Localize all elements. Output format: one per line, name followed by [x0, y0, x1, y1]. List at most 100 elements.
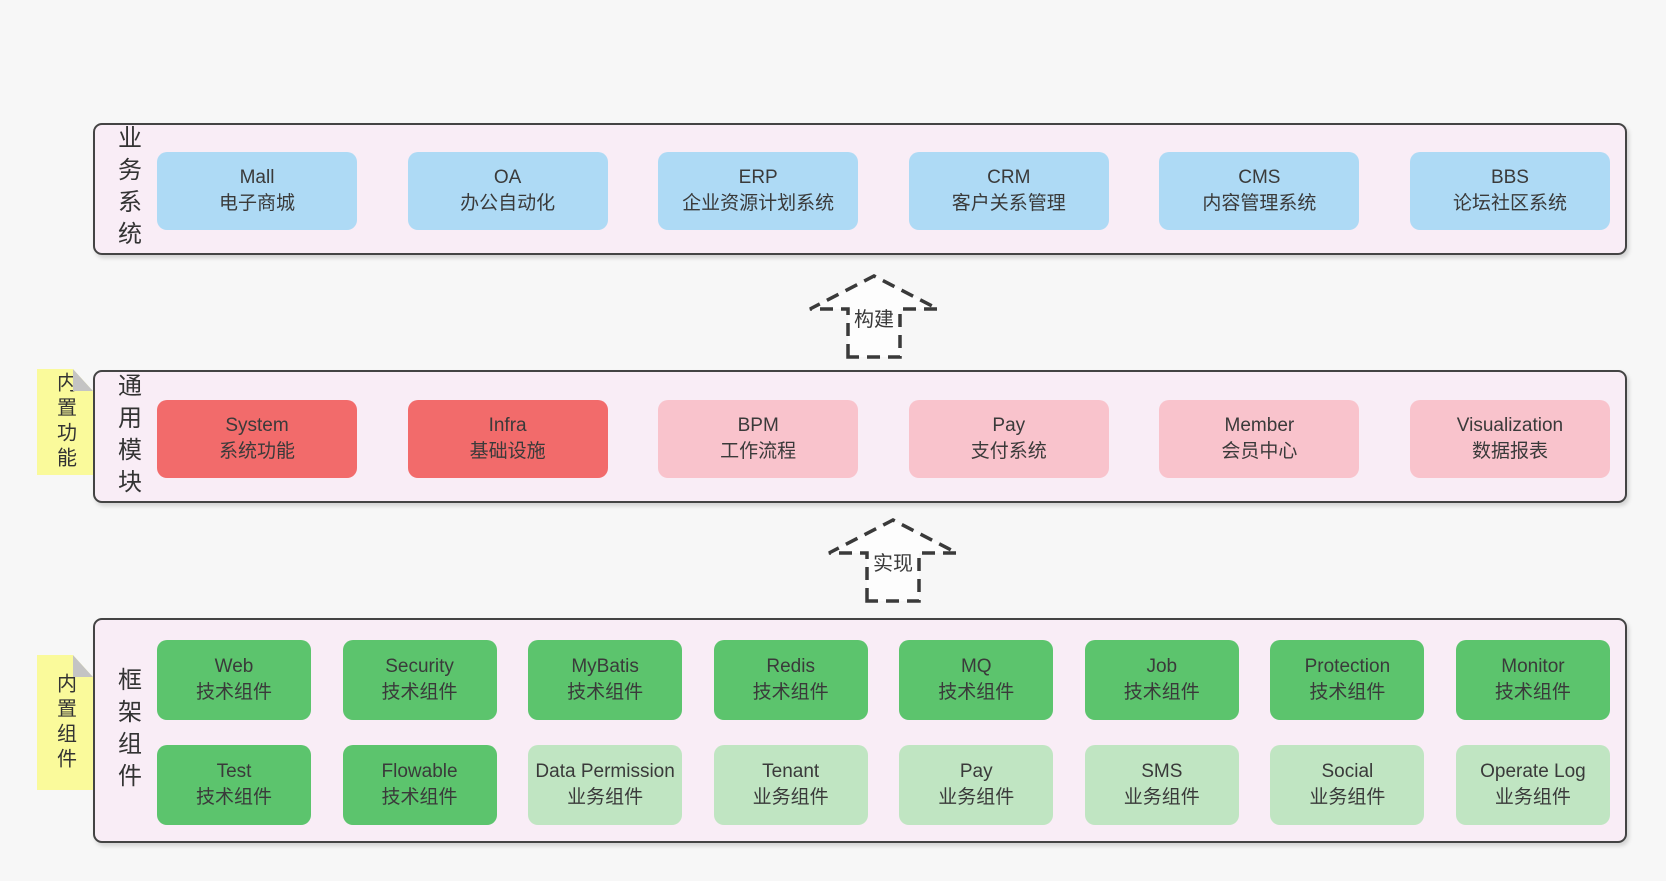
box-pay-module: Pay 支付系统 — [908, 400, 1109, 478]
folded-corner-icon — [73, 655, 93, 677]
box-title: MQ — [960, 656, 992, 677]
box-title: BPM — [737, 415, 779, 436]
sticky-note-builtin-features: 内置功能 — [37, 369, 93, 475]
framework-box-row-2: Test 技术组件 Flowable 技术组件 Data Permission … — [157, 745, 1610, 825]
box-social: Social 业务组件 — [1270, 745, 1425, 825]
box-sms: SMS 业务组件 — [1084, 745, 1239, 825]
layer-label-framework: 框架组件 — [113, 666, 141, 795]
sticky-note-text: 内置功能 — [53, 372, 76, 472]
box-subtitle: 技术组件 — [567, 682, 644, 703]
box-title: BBS — [1490, 167, 1529, 188]
box-title: Pay — [959, 761, 993, 782]
box-visualization: Visualization 数据报表 — [1409, 400, 1610, 478]
sticky-note-builtin-components: 内置组件 — [37, 655, 93, 790]
box-mall: Mall 电子商城 — [157, 152, 357, 230]
box-subtitle: 业务组件 — [938, 787, 1015, 808]
box-title: Flowable — [381, 761, 458, 782]
box-monitor: Monitor 技术组件 — [1455, 640, 1610, 720]
box-subtitle: 业务组件 — [567, 787, 644, 808]
box-subtitle: 内容管理系统 — [1202, 193, 1317, 214]
box-title: Pay — [992, 415, 1026, 436]
box-subtitle: 技术组件 — [1494, 682, 1571, 703]
box-oa: OA 办公自动化 — [407, 152, 608, 230]
box-subtitle: 系统功能 — [218, 441, 295, 462]
box-subtitle: 业务组件 — [752, 787, 829, 808]
box-bbs: BBS 论坛社区系统 — [1409, 152, 1610, 230]
framework-box-row-1: Web 技术组件 Security 技术组件 MyBatis 技术组件 Redi… — [157, 640, 1610, 720]
arrow-implement: 实现 — [827, 518, 959, 604]
box-mq: MQ 技术组件 — [899, 640, 1054, 720]
box-subtitle: 技术组件 — [195, 682, 272, 703]
arrow-build: 构建 — [808, 274, 940, 360]
box-member: Member 会员中心 — [1159, 400, 1360, 478]
box-infra: Infra 基础设施 — [407, 400, 608, 478]
box-pay-component: Pay 业务组件 — [899, 745, 1054, 825]
box-title: Tenant — [762, 761, 820, 782]
folded-corner-icon — [73, 369, 93, 391]
box-title: SMS — [1141, 761, 1183, 782]
layer-framework-components: 框架组件 Web 技术组件 Security 技术组件 MyBatis 技术组件… — [93, 618, 1627, 843]
box-title: Job — [1146, 656, 1178, 677]
box-redis: Redis 技术组件 — [713, 640, 868, 720]
box-subtitle: 技术组件 — [752, 682, 829, 703]
box-title: ERP — [738, 167, 778, 188]
layer-business-systems: 业务系统 Mall 电子商城 OA 办公自动化 ERP 企业资源计划系统 CRM… — [93, 123, 1627, 255]
box-subtitle: 业务组件 — [1309, 787, 1386, 808]
sticky-note-text: 内置组件 — [53, 672, 76, 773]
box-subtitle: 工作流程 — [720, 441, 797, 462]
box-title: OA — [493, 167, 522, 188]
box-subtitle: 数据报表 — [1471, 441, 1548, 462]
box-title: Operate Log — [1480, 761, 1586, 782]
box-title: CMS — [1238, 167, 1281, 188]
layer-label-modules: 通用模块 — [113, 372, 141, 501]
box-security: Security 技术组件 — [342, 640, 497, 720]
box-subtitle: 技术组件 — [195, 787, 272, 808]
box-erp: ERP 企业资源计划系统 — [658, 152, 859, 230]
box-subtitle: 技术组件 — [1123, 682, 1200, 703]
box-title: Redis — [766, 656, 815, 677]
arrow-implement-label: 实现 — [870, 551, 916, 577]
box-title: MyBatis — [571, 656, 639, 677]
box-subtitle: 电子商城 — [218, 193, 295, 214]
box-title: Test — [216, 761, 252, 782]
box-title: Security — [385, 656, 454, 677]
box-title: Mall — [239, 167, 275, 188]
box-subtitle: 业务组件 — [1123, 787, 1200, 808]
box-protection: Protection 技术组件 — [1270, 640, 1425, 720]
box-operate-log: Operate Log 业务组件 — [1455, 745, 1610, 825]
modules-box-row: System 系统功能 Infra 基础设施 BPM 工作流程 Pay 支付系统… — [157, 400, 1610, 478]
layer-label-business: 业务系统 — [113, 125, 141, 253]
business-box-row: Mall 电子商城 OA 办公自动化 ERP 企业资源计划系统 CRM 客户关系… — [157, 152, 1610, 230]
box-system: System 系统功能 — [157, 400, 357, 478]
box-data-permission: Data Permission 业务组件 — [528, 745, 683, 825]
box-subtitle: 办公自动化 — [460, 193, 556, 214]
box-title: Data Permission — [535, 761, 675, 782]
box-subtitle: 企业资源计划系统 — [682, 193, 835, 214]
box-title: Web — [214, 656, 254, 677]
box-web: Web 技术组件 — [157, 640, 311, 720]
arrow-build-label: 构建 — [851, 307, 897, 333]
box-title: System — [225, 415, 289, 436]
layer-common-modules: 通用模块 System 系统功能 Infra 基础设施 BPM 工作流程 Pay… — [93, 370, 1627, 503]
box-mybatis: MyBatis 技术组件 — [528, 640, 683, 720]
box-subtitle: 技术组件 — [381, 682, 458, 703]
box-title: CRM — [987, 167, 1031, 188]
box-subtitle: 论坛社区系统 — [1452, 193, 1567, 214]
box-flowable: Flowable 技术组件 — [342, 745, 497, 825]
box-title: Monitor — [1501, 656, 1565, 677]
box-title: Social — [1321, 761, 1374, 782]
box-title: Visualization — [1456, 415, 1564, 436]
box-bpm: BPM 工作流程 — [658, 400, 859, 478]
box-title: Infra — [488, 415, 527, 436]
box-subtitle: 会员中心 — [1221, 441, 1298, 462]
box-cms: CMS 内容管理系统 — [1159, 152, 1360, 230]
box-test: Test 技术组件 — [157, 745, 311, 825]
box-subtitle: 客户关系管理 — [951, 193, 1066, 214]
box-job: Job 技术组件 — [1084, 640, 1239, 720]
box-subtitle: 支付系统 — [970, 441, 1047, 462]
box-subtitle: 技术组件 — [938, 682, 1015, 703]
box-crm: CRM 客户关系管理 — [908, 152, 1109, 230]
box-subtitle: 技术组件 — [381, 787, 458, 808]
box-subtitle: 基础设施 — [469, 441, 546, 462]
box-subtitle: 业务组件 — [1494, 787, 1571, 808]
